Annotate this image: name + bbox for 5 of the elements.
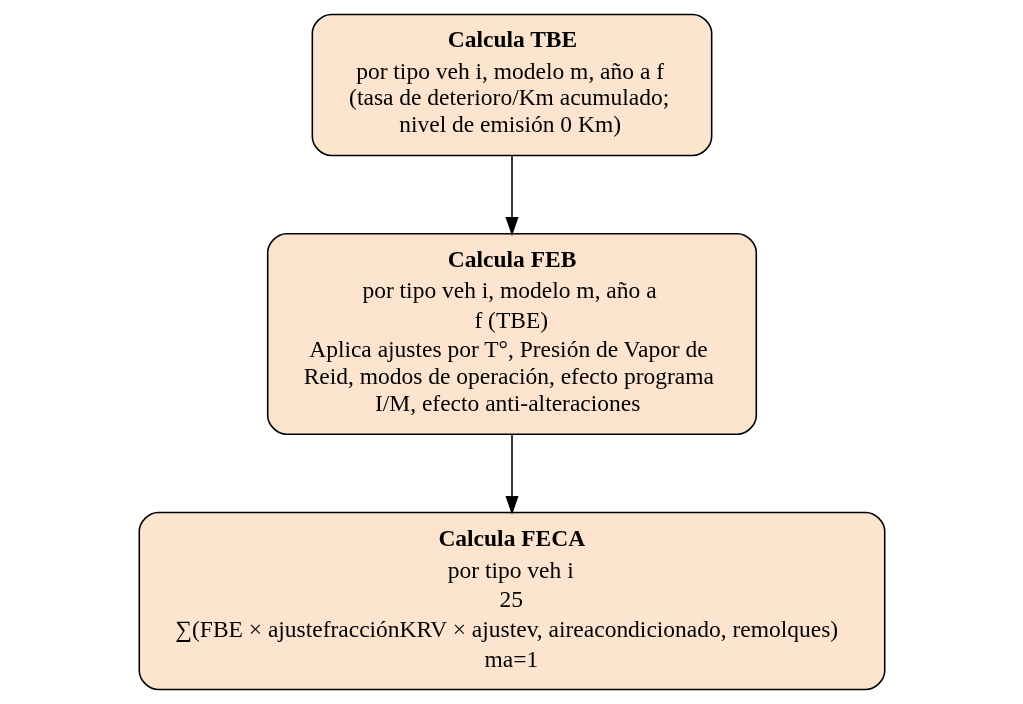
node-box: Calcula TBE por tipo veh i, modelo m, año a f (tasa de deterioro/Km acumulado; nivel de emisión 0 Km) bbox=[311, 13, 712, 157]
node-box: Calcula FECA por tipo veh i 25 ∑(FBE × ajustefracciónKRV × ajustev, aireacondicionado, remolques) ma=1 bbox=[137, 511, 886, 691]
node-box: Calcula FEB por tipo veh i, modelo m, año a f (TBE) Aplica ajustes por T°, Presión de Vapor de Reid, modos de operación, efecto programa I/M, efecto anti-alteraciones bbox=[266, 232, 757, 435]
arrow bbox=[504, 433, 519, 515]
arrow bbox=[504, 154, 519, 236]
